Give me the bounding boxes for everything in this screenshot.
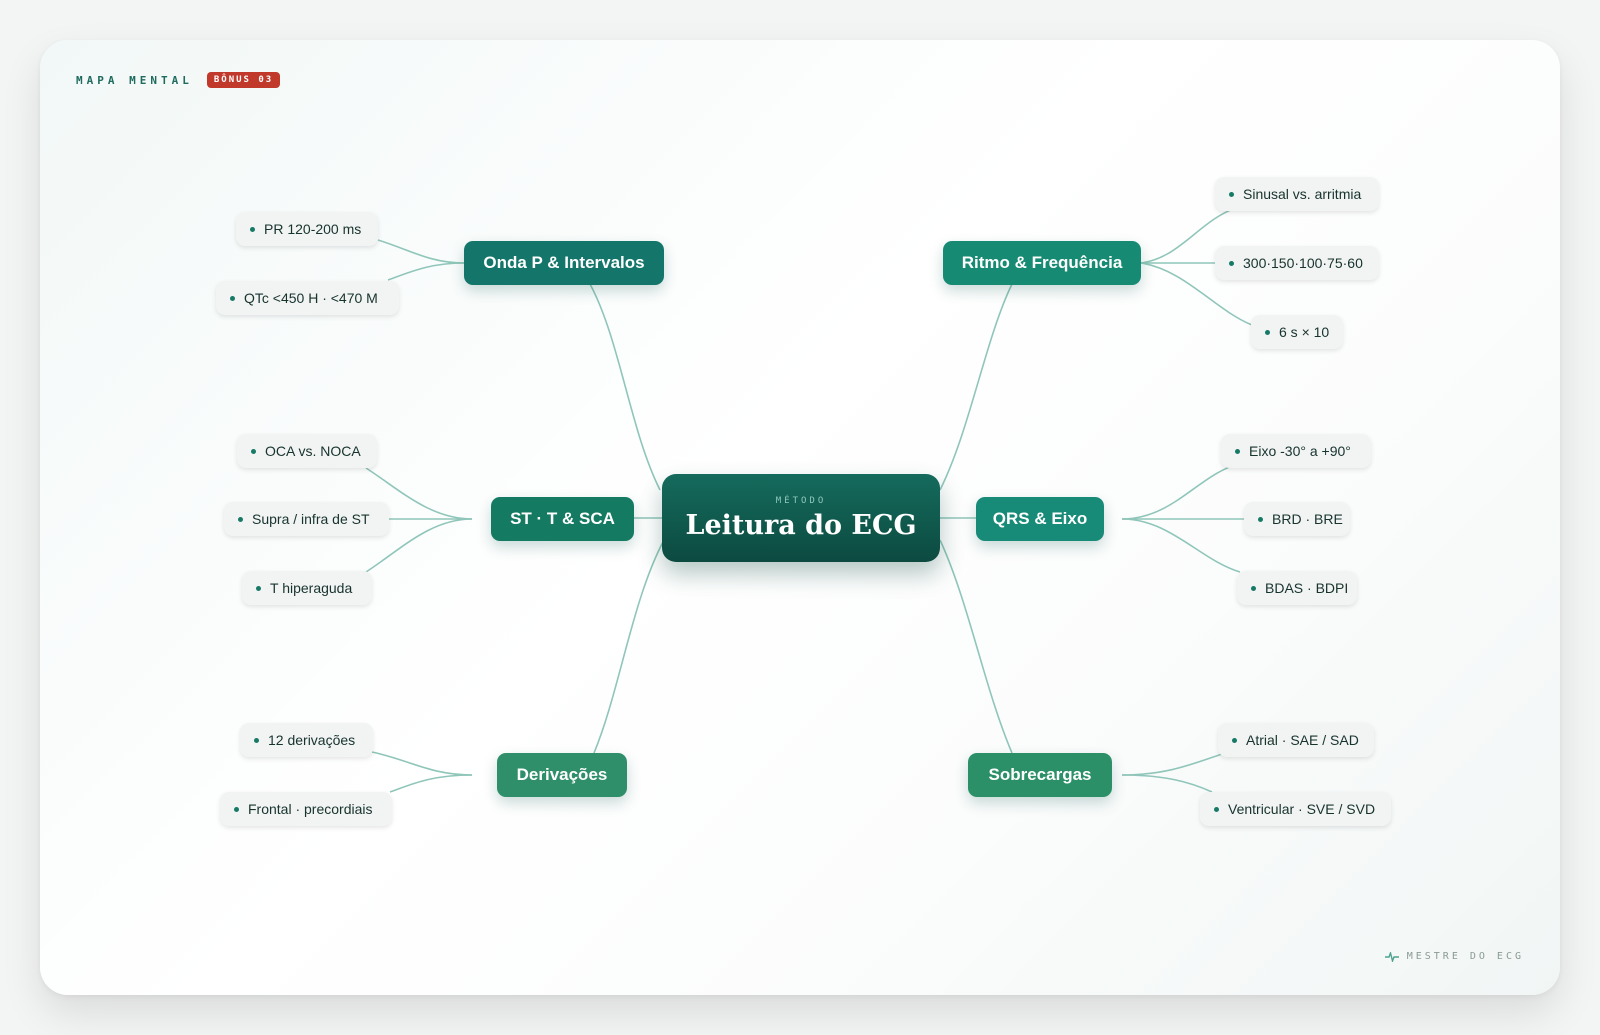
leaf-label: BDAS · BDPI — [1265, 580, 1349, 596]
connector-line — [365, 518, 473, 573]
bullet-dot — [256, 585, 261, 591]
leaf-brd-bre[interactable]: BRD · BRE — [1244, 502, 1350, 536]
bullet-dot — [250, 226, 255, 232]
bullet-dot — [1258, 516, 1263, 522]
leaf-12-derivacoes[interactable]: 12 derivações — [240, 723, 373, 757]
connector-line — [387, 262, 465, 281]
branch-label: ST · T & SCA — [510, 509, 615, 528]
branch-label: Derivações — [516, 765, 608, 784]
bullet-dot — [1229, 260, 1234, 266]
bullet-dot — [1214, 806, 1219, 812]
branch-label: Sobrecargas — [988, 765, 1092, 784]
bullet-dot — [1265, 329, 1270, 335]
leaf-qtc[interactable]: QTc <450 H · <470 M — [216, 281, 399, 315]
leaf-label: Frontal · precordiais — [248, 801, 373, 817]
bullet-dot — [1235, 448, 1240, 454]
branch-sobrecargas[interactable]: Sobrecargas — [968, 753, 1112, 797]
header: MAPA MENTAL BÔNUS 03 — [76, 72, 281, 88]
leaf-supra-infra[interactable]: Supra / infra de ST — [224, 502, 389, 536]
bullet-dot — [251, 448, 256, 454]
footer-brand: MESTRE DO ECG — [1384, 951, 1524, 962]
bonus-badge: BÔNUS 03 — [206, 72, 281, 88]
central-node-title: Leitura do ECG — [685, 509, 917, 541]
map-kicker: MAPA MENTAL — [76, 73, 193, 87]
leaf-frontal-precordiais[interactable]: Frontal · precordiais — [220, 792, 392, 826]
leaf-label: BRD · BRE — [1272, 511, 1343, 527]
bullet-dot — [238, 516, 243, 522]
leaf-pr[interactable]: PR 120-200 ms — [236, 212, 378, 246]
leaf-ventricular[interactable]: Ventricular · SVE / SVD — [1200, 792, 1391, 826]
connector-line — [589, 283, 661, 491]
connector-line — [593, 539, 665, 754]
connector-line — [371, 751, 473, 776]
leaf-label: 300·150·100·75·60 — [1243, 255, 1363, 271]
bullet-dot — [230, 295, 235, 301]
leaf-label: Supra / infra de ST — [252, 511, 370, 527]
leaf-label: Atrial · SAE / SAD — [1246, 732, 1359, 748]
leaf-sinusal[interactable]: Sinusal vs. arritmia — [1215, 177, 1379, 211]
branch-label: Ritmo & Frequência — [961, 253, 1123, 272]
central-node: MÉTODO Leitura do ECG — [662, 474, 940, 562]
connector-line — [389, 774, 473, 793]
connector-line — [939, 283, 1013, 491]
connector-line — [1140, 207, 1237, 264]
connector-line — [1121, 518, 1241, 573]
leaf-eixo[interactable]: Eixo -30° a +90° — [1221, 434, 1371, 468]
leaf-frequencia[interactable]: 300·150·100·75·60 — [1215, 246, 1379, 280]
central-node-kicker: MÉTODO — [775, 495, 827, 506]
branch-label: Onda P & Intervalos — [483, 253, 645, 272]
connector-line — [1121, 753, 1223, 776]
leaf-label: 12 derivações — [268, 732, 356, 748]
leaf-atrial[interactable]: Atrial · SAE / SAD — [1218, 723, 1374, 757]
branch-derivacoes[interactable]: Derivações — [497, 753, 627, 797]
leaf-label: Sinusal vs. arritmia — [1243, 186, 1362, 202]
branch-label: QRS & Eixo — [992, 509, 1088, 528]
leaf-6s[interactable]: 6 s × 10 — [1251, 315, 1343, 349]
bullet-dot — [1232, 737, 1237, 743]
branch-onda-p[interactable]: Onda P & Intervalos — [464, 241, 664, 285]
leaf-label: PR 120-200 ms — [264, 221, 362, 237]
leaf-label: T hiperaguda — [270, 580, 353, 596]
leaf-bdas-bdpi[interactable]: BDAS · BDPI — [1237, 571, 1357, 605]
bullet-dot — [254, 737, 259, 743]
bullet-dot — [234, 806, 239, 812]
bullet-dot — [1229, 191, 1234, 197]
connector-line — [1140, 262, 1253, 326]
connector-line — [939, 539, 1013, 754]
ecg-wave-icon — [1384, 951, 1399, 962]
footer-text: MESTRE DO ECG — [1406, 951, 1524, 962]
connector-line — [365, 467, 473, 520]
branch-ritmo[interactable]: Ritmo & Frequência — [943, 241, 1141, 285]
leaf-oca[interactable]: OCA vs. NOCA — [237, 434, 377, 468]
branch-qrs-eixo[interactable]: QRS & Eixo — [976, 497, 1104, 541]
bullet-dot — [1251, 585, 1256, 591]
connector-line — [1121, 465, 1233, 520]
branch-st-t-sca[interactable]: ST · T & SCA — [491, 497, 634, 541]
leaf-label: OCA vs. NOCA — [265, 443, 361, 459]
leaf-label: QTc <450 H · <470 M — [244, 290, 378, 306]
leaf-t-hiperaguda[interactable]: T hiperaguda — [242, 571, 372, 605]
leaf-label: 6 s × 10 — [1279, 324, 1330, 340]
leaf-label: Eixo -30° a +90° — [1249, 443, 1351, 459]
connector-line — [1121, 774, 1213, 793]
leaf-label: Ventricular · SVE / SVD — [1228, 801, 1376, 817]
connector-line — [377, 239, 465, 264]
